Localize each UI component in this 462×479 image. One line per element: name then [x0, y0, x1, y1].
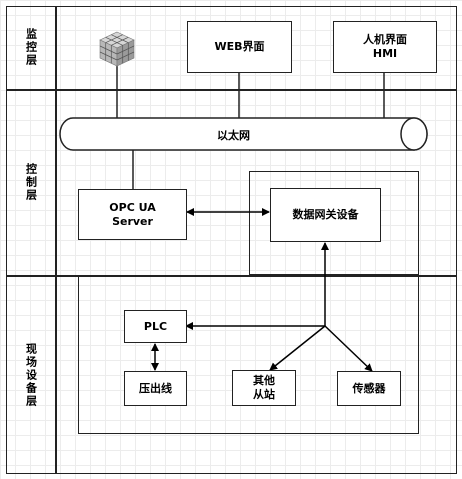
plc-box: PLC	[124, 310, 187, 343]
layer-label-control: 控制层	[24, 163, 38, 202]
other-slave-box: 其他 从站	[232, 370, 296, 406]
layer-label-field: 现场设备层	[24, 342, 38, 408]
press-line-box: 压出线	[124, 371, 187, 406]
link-hub-slave	[269, 325, 326, 371]
outer-frame	[6, 6, 457, 474]
field-frame	[78, 276, 419, 434]
link-hub-sensor	[324, 325, 373, 372]
opc-ua-server-box: OPC UA Server	[78, 189, 187, 240]
ethernet-bus	[59, 117, 428, 151]
sensor-box: 传感器	[337, 371, 401, 406]
cube-cluster-icon	[99, 31, 135, 67]
layer-divider-1	[6, 89, 457, 91]
gateway-frame	[249, 171, 419, 275]
ethernet-label: 以太网	[217, 129, 250, 142]
label-column-divider	[55, 6, 57, 474]
data-gateway-box: 数据网关设备	[270, 188, 381, 242]
layer-divider-2	[6, 275, 457, 277]
layer-label-monitor: 监控层	[24, 28, 38, 67]
hmi-box: 人机界面 HMI	[333, 21, 437, 73]
web-interface-box: WEB界面	[187, 21, 292, 73]
